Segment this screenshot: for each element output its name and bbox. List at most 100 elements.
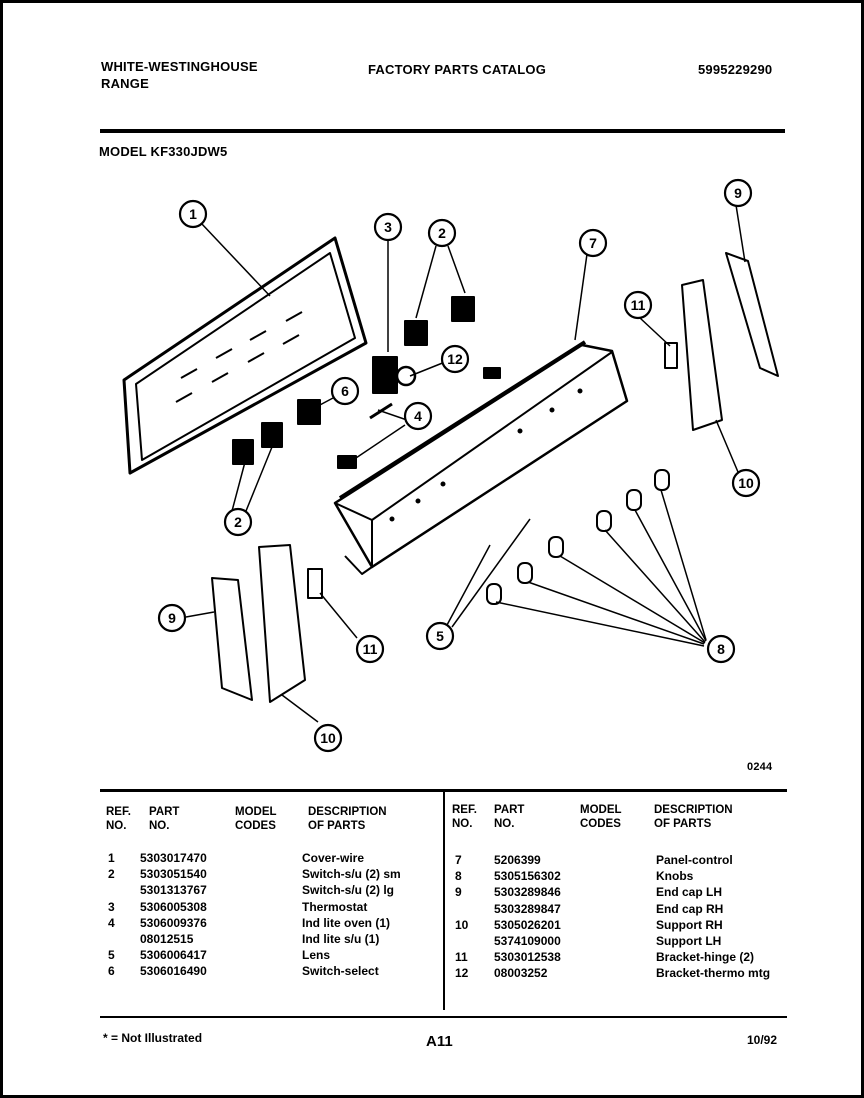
table-row-part: 5303051540 [140, 867, 207, 882]
table-row-desc: Support RH [656, 917, 723, 932]
callout-2: 2 [427, 218, 457, 248]
table-row-part: 5301313767 [140, 883, 207, 898]
svg-text:2: 2 [438, 225, 446, 241]
table-row-ref [455, 901, 468, 917]
table-row-ref: 7 [455, 853, 462, 867]
callout-11: 11 [355, 634, 385, 664]
table-divider [443, 792, 445, 1010]
callout-5: 5 [425, 621, 455, 651]
table-row-desc: End cap LH [656, 885, 723, 900]
table-row-part: 5303289846 [494, 885, 561, 900]
svg-text:12: 12 [447, 351, 463, 367]
callout-3: 3 [373, 212, 403, 242]
svg-text:9: 9 [168, 610, 176, 626]
table-row-desc: End cap RH [656, 901, 724, 916]
callout-9: 9 [723, 178, 753, 208]
callout-12: 12 [440, 344, 470, 374]
table-row-desc: Thermostat [302, 899, 368, 914]
table-row-part: 5303289847 [494, 901, 561, 916]
table-bottom-rule [100, 1016, 787, 1018]
knob-parts [486, 469, 670, 605]
svg-text:6: 6 [341, 383, 349, 399]
thermostat-part [369, 356, 417, 420]
callout-11: 11 [623, 290, 653, 320]
table-row-ref [108, 931, 115, 947]
table-row-ref: 8 [455, 869, 462, 884]
table-row-part: 08012515 [140, 932, 194, 947]
table-row-part: 5306009376 [140, 915, 207, 930]
table-row-ref: 3 [108, 899, 115, 914]
catalog-number: 5995229290 [698, 62, 773, 77]
exploded-parts-diagram: 1 2 3 7 9 11 12 6 4 2 10 9 11 5 8 10 [122, 178, 779, 753]
table-row-ref: 9 [455, 885, 462, 900]
page-number: A11 [426, 1033, 453, 1050]
right-desc-column: Panel-control Knobs End cap LH End cap R… [656, 852, 770, 982]
control-panel-part [333, 340, 629, 575]
left-ref-column: 1 2 3 4 5 6 [108, 850, 115, 980]
table-row-desc: Lens [302, 948, 331, 963]
table-row-ref: 10 [455, 917, 469, 932]
switch-parts [232, 296, 475, 465]
callout-10: 10 [731, 468, 761, 498]
drawing-code: 0244 [747, 761, 773, 773]
table-row-ref: 4 [108, 915, 115, 930]
svg-text:8: 8 [717, 641, 725, 657]
callout-4: 4 [403, 401, 433, 431]
svg-text:2: 2 [234, 514, 242, 530]
support-rh-part [681, 279, 723, 431]
col-ref-header: REF.NO. [106, 806, 131, 832]
table-row-desc: Switch-s/u (2) sm [302, 867, 401, 882]
indicator-light-part [337, 455, 357, 469]
table-row-desc: Support LH [656, 934, 722, 949]
svg-text:3: 3 [384, 219, 392, 235]
table-row-part: 08003252 [494, 966, 548, 981]
product-type: RANGE [101, 76, 149, 91]
svg-text:11: 11 [363, 641, 378, 657]
table-row-desc: Bracket-thermo mtg [656, 966, 771, 981]
footnote: * = Not Illustrated [103, 1031, 203, 1045]
table-row-ref: 1 [108, 851, 115, 865]
right-ref-column: 7 8 9 10 11 12 [455, 852, 468, 982]
callout-6: 6 [330, 376, 360, 406]
left-desc-column: Cover-wire Switch-s/u (2) sm Switch-s/u … [302, 850, 401, 980]
table-row-ref: 2 [108, 867, 115, 882]
callout-2: 2 [223, 507, 253, 537]
model-number: MODEL KF330JDW5 [99, 144, 228, 159]
col-ref-header: REF.NO. [452, 804, 477, 830]
table-row-ref: 5 [108, 948, 115, 963]
table-row-desc: Ind lite s/u (1) [302, 932, 380, 947]
table-row-part: 5305026201 [494, 917, 561, 932]
callout-9: 9 [157, 603, 187, 633]
table-row-part: 5305156302 [494, 869, 561, 884]
table-row-ref: 11 [455, 950, 468, 965]
table-row-desc: Knobs [656, 869, 694, 884]
table-row-part: 5303017470 [140, 851, 207, 865]
right-part-column: 5206399 5305156302 5303289846 5303289847… [494, 852, 561, 982]
table-row-desc: Panel-control [656, 853, 733, 867]
bracket-hinge-part [307, 568, 323, 599]
end-cap-rh-part [725, 252, 779, 377]
callout-markers: 1 2 3 7 9 11 12 6 4 2 10 9 11 5 8 10 [157, 178, 761, 753]
indicator-light-part [483, 367, 501, 379]
svg-text:11: 11 [631, 297, 646, 313]
svg-text:5: 5 [436, 628, 444, 644]
callout-8: 8 [706, 634, 736, 664]
table-row-ref [455, 933, 468, 949]
svg-text:1: 1 [189, 206, 197, 222]
table-row-ref: 12 [455, 966, 469, 981]
table-row-desc: Switch-s/u (2) lg [302, 883, 395, 898]
leader-lines [185, 204, 746, 723]
table-top-rule [100, 789, 787, 792]
svg-text:4: 4 [414, 408, 422, 424]
callout-10: 10 [313, 723, 343, 753]
table-row-part: 5306005308 [140, 899, 207, 914]
table-row-desc: Switch-select [302, 964, 379, 979]
table-row-part: 5206399 [494, 853, 541, 867]
callout-7: 7 [578, 228, 608, 258]
